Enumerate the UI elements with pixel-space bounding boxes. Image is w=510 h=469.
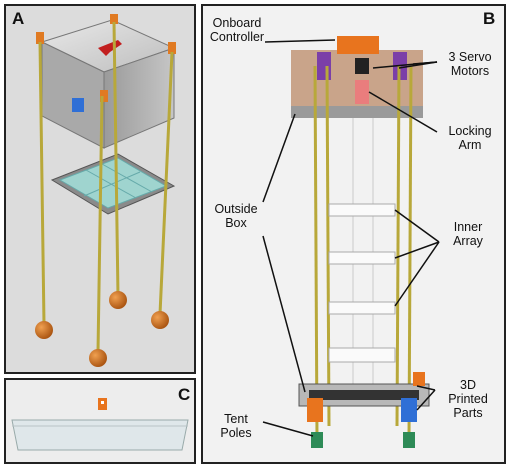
tent-pole-foot [311, 432, 323, 448]
inner-array-plate [328, 347, 396, 363]
callout-arrows [262, 39, 440, 437]
mount [110, 14, 118, 24]
callout-line: Outside [214, 202, 258, 216]
pole-weight [35, 321, 53, 339]
callout-line: Arm [458, 138, 482, 152]
pole-weight [109, 291, 127, 309]
panel-a-label: A [12, 9, 25, 28]
locking-arm [98, 40, 122, 56]
panel-c-label: C [178, 385, 191, 404]
callout-line: Poles [220, 426, 252, 440]
callout-line: Locking [448, 124, 492, 138]
tent-pole-foot [403, 432, 415, 448]
pole-weight [89, 349, 107, 367]
callout-servo-motors: 3 Servo Motors [439, 50, 501, 78]
callout-line: Motors [450, 64, 490, 78]
mount [36, 32, 44, 44]
callout-locking-arm: Locking Arm [439, 124, 501, 152]
printed-part-blue [401, 398, 417, 422]
mount [100, 90, 108, 102]
pole-weight [151, 311, 169, 329]
blue-part [72, 98, 84, 112]
callout-line: Onboard [212, 16, 262, 30]
callout-line: Array [453, 234, 483, 248]
printed-part-orange [413, 372, 425, 386]
panel-b-label: B [483, 9, 496, 28]
callout-printed-parts: 3D Printed Parts [437, 378, 499, 420]
callout-line: Printed [448, 392, 488, 406]
callout-onboard-controller: Onboard Controller [205, 16, 269, 44]
servo-motor [317, 52, 331, 80]
servo-motor [355, 58, 369, 74]
inner-array-plate [328, 301, 396, 315]
mount [168, 42, 176, 54]
clear-tray [11, 419, 189, 451]
callout-outside-box: Outside Box [207, 202, 265, 230]
callout-line: 3D [460, 378, 476, 392]
inner-array-plate [328, 251, 396, 265]
locking-arm [355, 80, 369, 104]
panel-b-device-photo: B Onboard Controller 3 Servo Motors Lock… [201, 4, 506, 464]
callout-tent-poles: Tent Poles [209, 412, 263, 440]
onboard-controller [337, 36, 379, 54]
tray-photo-illustration [6, 380, 194, 462]
callout-inner-array: Inner Array [439, 220, 497, 248]
cad-poles [38, 21, 174, 353]
box-right-face [103, 47, 175, 149]
panel-c-tray-photo: C [4, 378, 196, 464]
callout-line: 3 Servo [448, 50, 492, 64]
printed-part-orange [307, 398, 323, 422]
callout-line: Parts [453, 406, 483, 420]
inner-array-plate [328, 203, 396, 217]
callout-line: Tent [224, 412, 248, 426]
cad-render-illustration [35, 14, 176, 367]
panel-a-cad-render: A [4, 4, 196, 374]
callout-line: Controller [209, 30, 265, 44]
device-photo-illustration [203, 6, 504, 462]
callout-line: Box [225, 216, 247, 230]
callout-line: Inner [453, 220, 483, 234]
tray-inner [58, 157, 168, 209]
